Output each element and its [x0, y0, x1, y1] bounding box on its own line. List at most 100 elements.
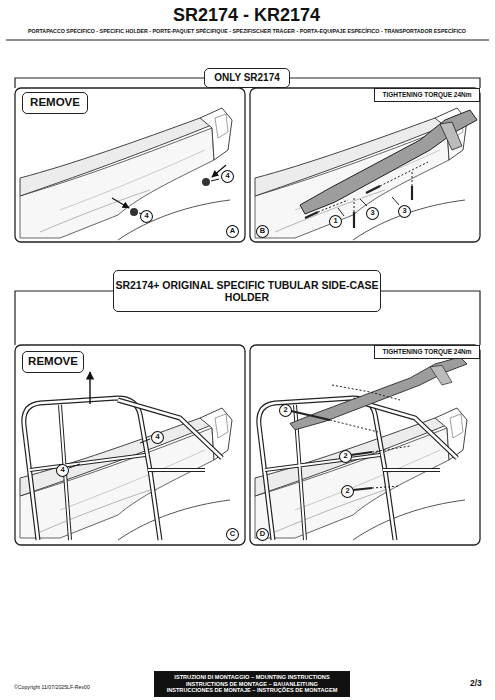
copyright-note: ©Copyright 11/07/2025LF-Rev00	[14, 685, 90, 691]
drawing-stroke	[305, 212, 318, 218]
callout-number: 4	[225, 172, 229, 181]
callout-circle	[257, 529, 269, 541]
callout-circle	[141, 211, 153, 223]
callout-circle	[330, 216, 342, 228]
panel-letter: D	[256, 528, 269, 541]
callout-number: 4	[221, 170, 234, 183]
drawing-stroke	[380, 162, 428, 186]
drawing-stroke	[290, 357, 467, 430]
drawing-stroke	[15, 88, 245, 242]
drawing-stroke	[330, 420, 378, 432]
drawing-stroke	[332, 385, 400, 400]
drawing-stroke	[366, 186, 380, 193]
callout-number: 3	[370, 209, 374, 218]
torque-box: TIGHTENING TORQUE 24Nm	[374, 345, 480, 359]
callout-number: 4	[140, 210, 153, 223]
callout-number: 2	[279, 404, 292, 417]
box-text: TIGHTENING TORQUE 24Nm	[382, 348, 471, 355]
callout-circle	[152, 432, 164, 444]
drawing-stroke	[259, 398, 457, 540]
torque-box: TIGHTENING TORQUE 24Nm	[374, 88, 480, 102]
callout-number: 1	[333, 217, 337, 226]
drawing-stroke	[130, 208, 138, 216]
callout-number: 2	[343, 452, 347, 461]
panel-letter: A	[226, 225, 239, 238]
callout-circle	[227, 226, 239, 238]
header	[6, 40, 489, 41]
action-box: REMOVE	[22, 351, 84, 373]
subtitle: PORTAPACCO SPECIFICO - SPECIFIC HOLDER -…	[28, 28, 466, 34]
callout-number: 4	[144, 212, 148, 221]
section-bracket	[15, 78, 480, 345]
drawing-stroke	[250, 88, 480, 242]
callout-circle	[280, 405, 292, 417]
panel-frames	[15, 88, 480, 545]
panel-b-art	[255, 108, 477, 240]
page-number: 2/3	[470, 679, 482, 689]
panel-letter: B	[256, 225, 269, 238]
drawing-stroke	[211, 179, 219, 181]
panel-c-art	[20, 372, 232, 540]
box-text: SR2174+ ORIGINAL SPECIFIC TUBULAR SIDE-C…	[114, 279, 380, 303]
callout-circle	[227, 529, 239, 541]
panel-letter: C	[226, 528, 239, 541]
drawing-stroke	[250, 345, 480, 545]
callout-circle	[367, 208, 379, 220]
box-text: REMOVE	[28, 355, 78, 368]
callout-number: 4	[155, 433, 159, 442]
callout-circle	[399, 206, 411, 218]
drawing-stroke	[318, 200, 348, 212]
callout-number: 2	[283, 406, 287, 415]
box-text: INSTRUCTIONS DE MONTAGE – BAUANLEITUNG	[186, 681, 318, 687]
box-text: TIGHTENING TORQUE 24Nm	[382, 91, 471, 98]
action-box: REMOVE	[22, 92, 88, 114]
box-text: ISTRUZIONI DI MONTAGGIO – MOUNTING INSTR…	[174, 674, 329, 680]
panel-d-art	[255, 357, 467, 540]
section-box: SR2174+ ORIGINAL SPECIFIC TUBULAR SIDE-C…	[113, 270, 381, 312]
drawing-stroke	[338, 208, 344, 216]
callout-number: 2	[339, 450, 352, 463]
panel-letter: D	[260, 530, 265, 539]
drawing-stroke	[300, 110, 477, 214]
callout-circle	[257, 226, 269, 238]
drawing-stroke	[412, 170, 413, 186]
drawing-stroke	[202, 178, 210, 186]
callout-circle	[57, 465, 69, 477]
callout-number: 4	[60, 466, 64, 475]
drawing-stroke	[351, 452, 372, 455]
callout-number: 3	[366, 207, 379, 220]
callout-circle	[342, 486, 354, 498]
drawing-stroke	[372, 446, 410, 452]
page-title: SR2174 - KR2174	[173, 5, 320, 26]
drawing-stroke	[360, 199, 367, 206]
drawing-stroke	[291, 411, 330, 420]
drawing-stroke	[372, 486, 400, 488]
drawing-stroke	[15, 345, 245, 545]
drawing-stroke	[353, 212, 355, 228]
drawing-stroke	[354, 198, 355, 212]
drawing-stroke	[353, 488, 372, 490]
callout-number: 4	[151, 431, 164, 444]
box-text: REMOVE	[30, 96, 80, 109]
drawing-stroke	[6, 39, 489, 40]
callout-number: 3	[402, 207, 406, 216]
drawing-stroke	[411, 186, 413, 200]
drawing-stroke	[20, 108, 232, 240]
callout-circle	[222, 171, 234, 183]
box-text: ONLY SR2174	[214, 72, 280, 84]
footer-band: ISTRUZIONI DI MONTAGGIO – MOUNTING INSTR…	[154, 671, 350, 697]
section-box: ONLY SR2174	[204, 68, 290, 88]
callout-number: 2	[341, 485, 354, 498]
callout-number: 4	[56, 464, 69, 477]
drawing-stroke	[89, 372, 90, 404]
drawing-stroke	[20, 408, 232, 540]
drawing-stroke	[392, 197, 399, 205]
panel-letter: A	[230, 227, 235, 236]
drawing-stroke	[69, 464, 80, 468]
callout-number: 3	[398, 205, 411, 218]
drawing-stroke	[255, 408, 467, 540]
panel-letter: C	[230, 530, 235, 539]
box-text: INSTRUCCIONES DE MONTAJE – INSTRUÇÕES DE…	[167, 687, 338, 693]
callout-number: 1	[329, 215, 342, 228]
